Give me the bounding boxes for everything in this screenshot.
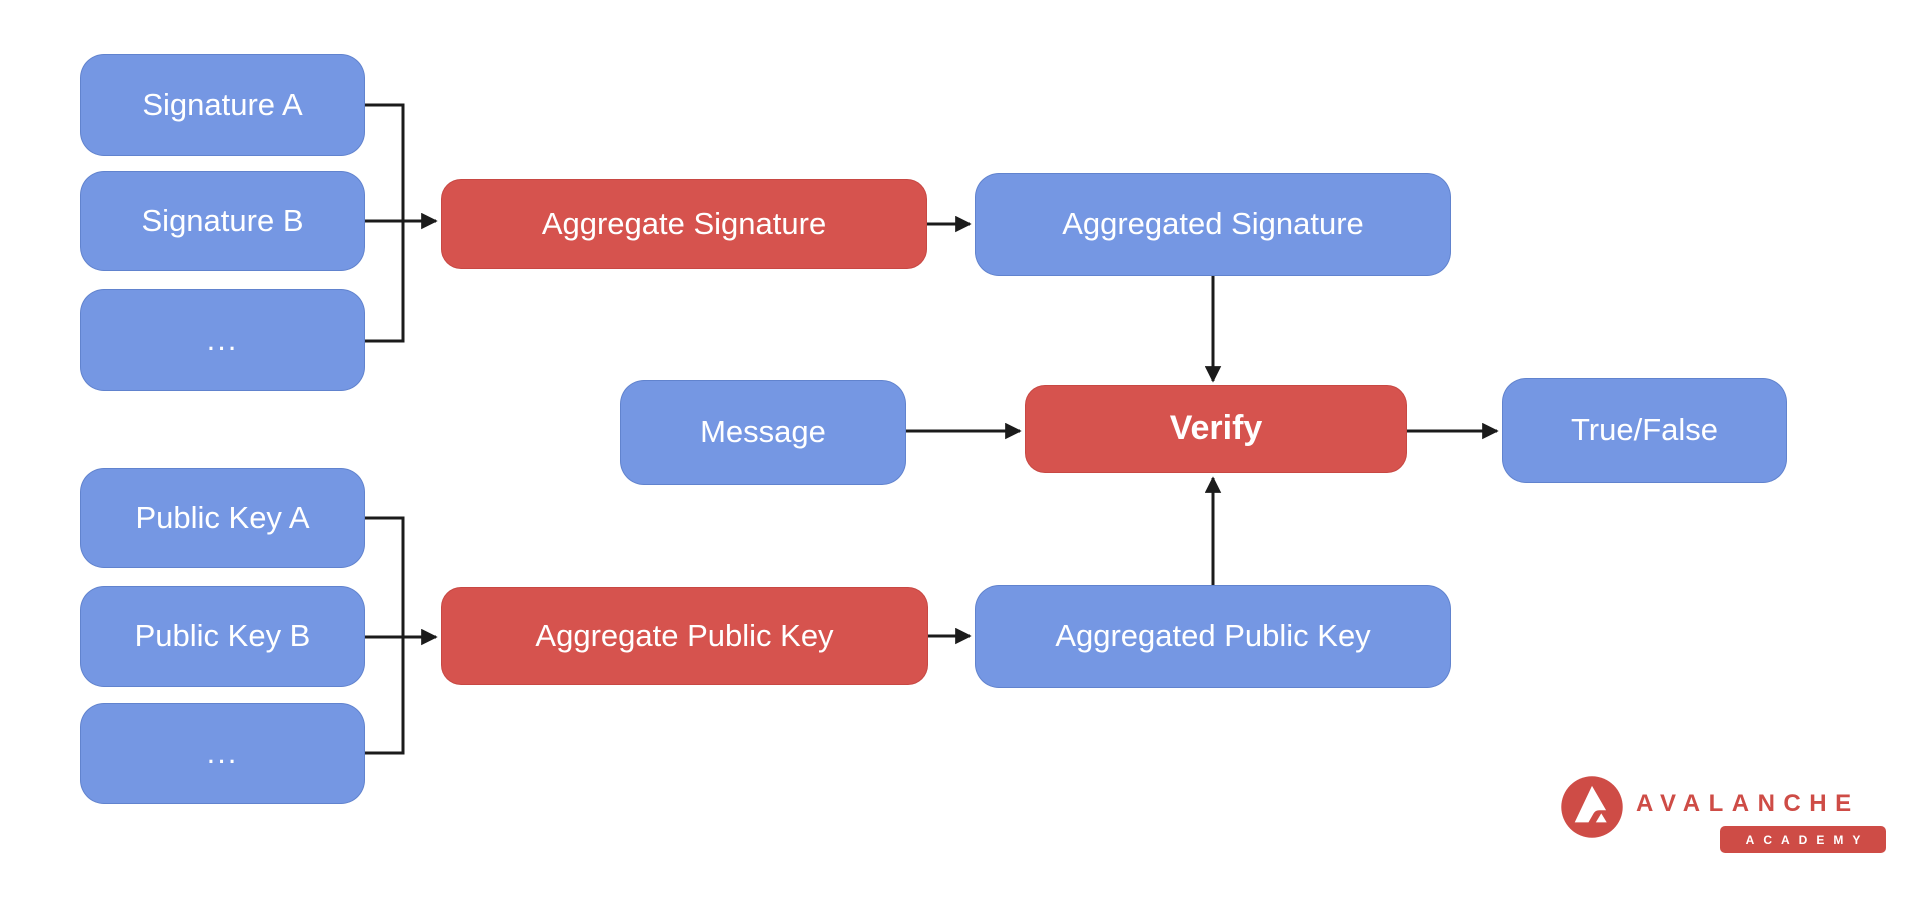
node-public-key-a: Public Key A [80, 468, 365, 568]
avalanche-academy-logo: AVALANCHE ACADEMY [1556, 770, 1890, 862]
node-label: True/False [1570, 412, 1718, 448]
node-signature-a: Signature A [80, 54, 365, 156]
node-aggregated-public-key: Aggregated Public Key [975, 585, 1451, 688]
brand-name-text: AVALANCHE [1636, 790, 1860, 817]
node-verify: Verify [1025, 385, 1407, 473]
node-signature-ellipsis: ... [80, 289, 365, 391]
node-label: Aggregated Public Key [1055, 618, 1371, 654]
node-label: Aggregate Public Key [535, 617, 834, 653]
node-aggregate-public-key: Aggregate Public Key [441, 587, 928, 685]
node-public-key-b: Public Key B [80, 586, 365, 687]
avalanche-logo-icon [1561, 776, 1623, 838]
node-label: Aggregated Signature [1062, 206, 1364, 242]
node-public-key-ellipsis: ... [80, 703, 365, 804]
node-label: Public Key A [135, 499, 310, 535]
academy-badge: ACADEMY [1720, 826, 1886, 853]
node-label: Public Key B [134, 618, 311, 654]
node-message: Message [620, 380, 906, 485]
node-label: Verify [1169, 409, 1263, 448]
node-signature-b: Signature B [80, 171, 365, 271]
node-true-false: True/False [1502, 378, 1787, 483]
node-aggregate-signature: Aggregate Signature [441, 179, 927, 269]
node-label: Message [700, 414, 826, 450]
node-aggregated-signature: Aggregated Signature [975, 173, 1451, 276]
node-label: Signature B [141, 202, 304, 238]
node-label: Signature A [142, 86, 303, 122]
node-label: ... [206, 321, 239, 357]
node-label: Aggregate Signature [541, 205, 827, 241]
node-label: ... [206, 735, 239, 771]
